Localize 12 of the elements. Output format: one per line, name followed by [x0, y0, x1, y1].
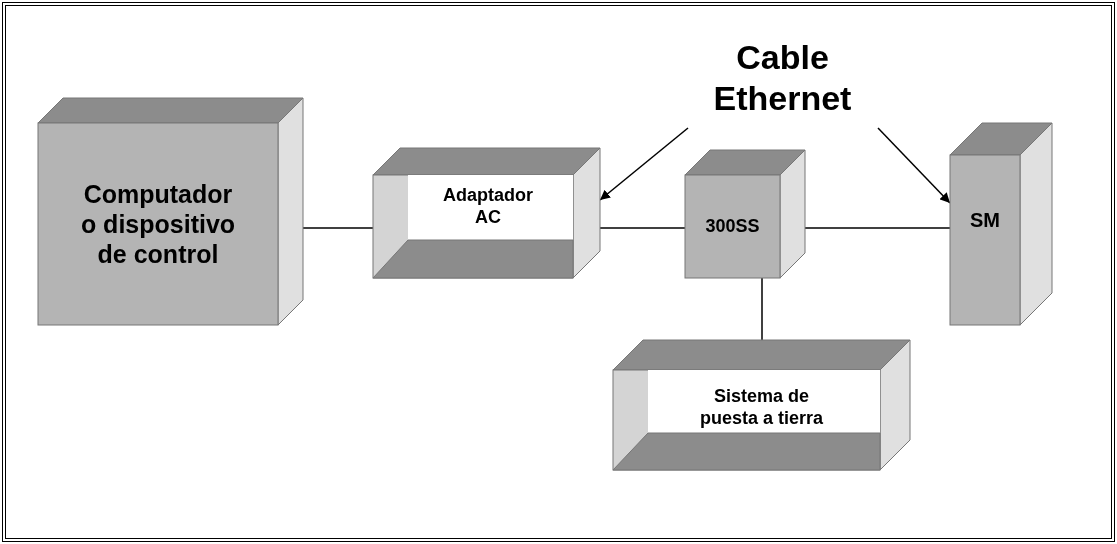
cable-label: Cable Ethernet — [712, 37, 853, 119]
connector-line — [804, 227, 951, 229]
connector-line — [302, 227, 374, 229]
box-label: Computador o dispositivo de control — [79, 179, 237, 269]
box-label: Adaptador AC — [442, 184, 534, 229]
box-label: 300SS — [705, 215, 760, 238]
box-label: SM — [970, 208, 1000, 232]
connector-line — [599, 127, 689, 201]
connector-line — [877, 127, 951, 204]
connector-line — [599, 227, 686, 229]
box-label: Sistema de puesta a tierra — [698, 386, 825, 430]
connector-line — [761, 277, 763, 341]
